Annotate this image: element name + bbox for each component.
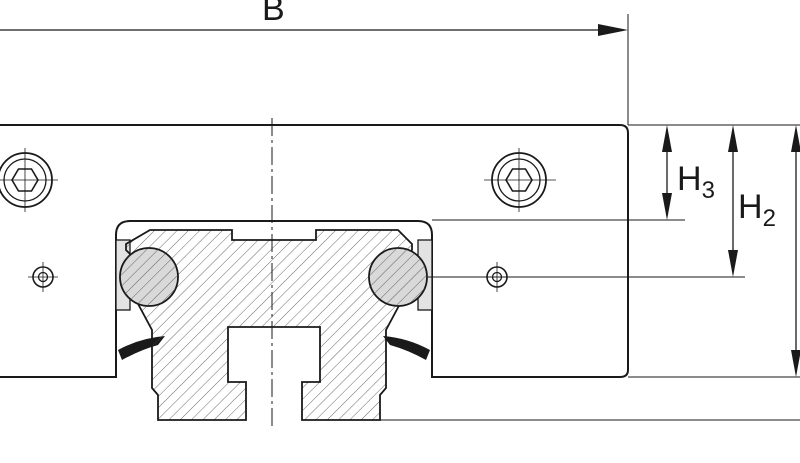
right-ball bbox=[368, 247, 428, 307]
right-seal bbox=[383, 336, 430, 360]
dimension-h3-label: H bbox=[677, 160, 702, 198]
dimension-h3-subscript: 3 bbox=[702, 177, 715, 204]
left-hex-screw bbox=[0, 148, 58, 212]
guide-rail-profile bbox=[125, 229, 413, 421]
left-lube-hole bbox=[28, 262, 58, 292]
left-ball bbox=[119, 247, 179, 307]
svg-text:H2: H2 bbox=[738, 188, 776, 232]
dimension-h2-label: H bbox=[738, 188, 763, 226]
dimension-h2: H2 bbox=[728, 125, 776, 277]
right-hex-screw bbox=[484, 148, 556, 212]
dimension-b-label: B bbox=[262, 0, 285, 28]
dimension-b: B bbox=[0, 0, 629, 125]
svg-text:H3: H3 bbox=[677, 160, 715, 204]
dimension-h2-subscript: 2 bbox=[763, 205, 776, 232]
dimension-b-arrowhead bbox=[598, 24, 628, 36]
dimension-overall-height bbox=[791, 125, 800, 377]
dimension-h3: H3 bbox=[662, 125, 715, 220]
